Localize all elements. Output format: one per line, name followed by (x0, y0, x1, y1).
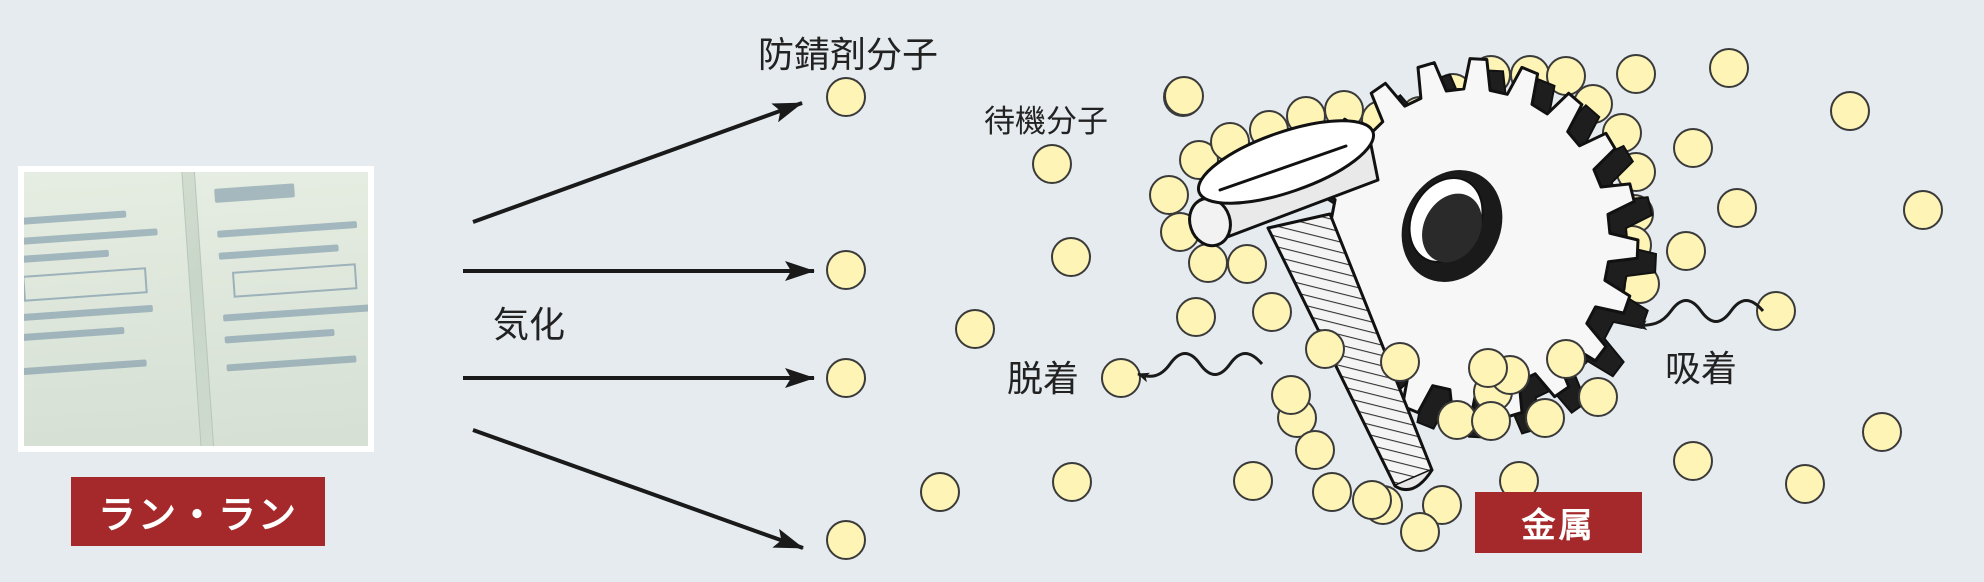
adsorbed-molecule-front-20 (1468, 348, 1508, 388)
adsorbed-molecule-front-11 (1176, 297, 1216, 337)
inhibitor-molecule-23 (1233, 461, 1273, 501)
adsorbed-molecule-front-9 (1252, 292, 1292, 332)
desorption-label: 脱着 (1007, 359, 1080, 400)
adsorbed-molecule-front-18 (1312, 472, 1352, 512)
inhibitor-molecule-14 (1903, 190, 1943, 230)
adsorbed-molecule-front-13 (1295, 430, 1335, 470)
inhibitor-molecule-12 (1709, 48, 1749, 88)
inhibitor-molecule-20 (1785, 464, 1825, 504)
inhibitor-molecule-3 (826, 520, 866, 560)
adsorbed-molecule-front-12 (1271, 375, 1311, 415)
inhibitor-molecule-1 (826, 250, 866, 290)
adsorbed-molecule-front-16 (1400, 512, 1440, 552)
photo-content (24, 172, 368, 446)
inhibitor-molecule-13 (1830, 91, 1870, 131)
inhibitor-molecule-17 (1666, 231, 1706, 271)
arrow-down (472, 428, 804, 550)
inhibitor-molecule-16 (1717, 188, 1757, 228)
inhibitor-molecule-0 (826, 77, 866, 117)
desorption-arrow (1137, 352, 1264, 383)
adsorbed-molecule-3 (1188, 243, 1228, 283)
inhibitor-molecule-7 (1051, 237, 1091, 277)
inhibitor-molecule-2 (826, 358, 866, 398)
adsorbed-molecule-front-17 (1352, 480, 1392, 520)
inhibitor-molecule-11 (1616, 54, 1656, 94)
adsorbed-molecule-front-2 (1578, 377, 1618, 417)
adsorbed-molecule-1 (1149, 175, 1189, 215)
product-label: ラン・ラン (71, 477, 325, 546)
adsorbed-molecule-front-6 (1471, 401, 1511, 441)
adsorbed-molecule-front-4 (1437, 400, 1477, 440)
adsorption-label: 吸着 (1665, 349, 1738, 390)
vaporize-label: 気化 (493, 305, 566, 346)
product-photo (18, 166, 374, 452)
adsorbed-molecule-front-15 (1422, 485, 1462, 525)
inhibitor-molecule-19 (1862, 412, 1902, 452)
adsorbed-molecule-front-3 (1525, 398, 1565, 438)
inhibitor-molecule-10 (1164, 76, 1204, 116)
inhibitor-molecule-9 (1052, 462, 1092, 502)
inhibitor-molecule-4 (920, 472, 960, 512)
adsorbed-molecule-front-1 (1546, 339, 1586, 379)
inhibitor-molecule-15 (1673, 128, 1713, 168)
adsorbed-molecule-front-8 (1305, 329, 1345, 369)
inhibitor-molecule-6 (1032, 144, 1072, 184)
inhibitor-molecule-5 (955, 309, 995, 349)
adsorption-arrow (1635, 299, 1765, 331)
waiting-molecule-label: 待機分子 (984, 104, 1108, 140)
arrow-up (472, 101, 803, 224)
molecules-front (826, 48, 1943, 560)
adsorbed-molecule-front-19 (1380, 342, 1420, 382)
inhibitor-molecule-21 (1673, 441, 1713, 481)
inhibitor-molecule-18 (1756, 291, 1796, 331)
screw-icon (1188, 119, 1434, 491)
metal-label: 金属 (1475, 492, 1642, 553)
adsorbed-molecule-front-10 (1227, 244, 1267, 284)
inhibitor-molecule-8 (1101, 358, 1141, 398)
vaporize-arrows (463, 101, 815, 550)
molecule-label: 防錆剤分子 (758, 35, 939, 76)
